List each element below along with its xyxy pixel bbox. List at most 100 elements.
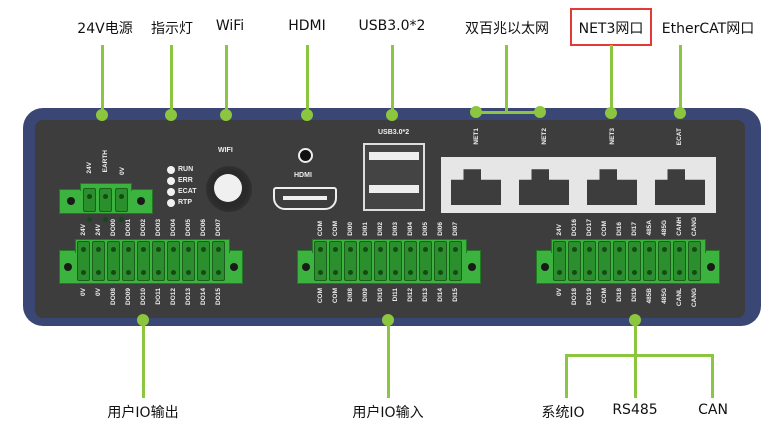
pin-label-top: DI06 <box>437 222 444 236</box>
pin-label-top: 24V <box>95 224 102 236</box>
screw <box>67 197 75 205</box>
callout-power: 24V电源 <box>77 21 133 37</box>
pin-label-top: CANH <box>676 217 683 236</box>
terminal-pin <box>212 241 225 281</box>
pointer-dot <box>165 109 177 121</box>
terminal-pin <box>553 241 566 281</box>
hdmi-port-contact <box>283 196 327 200</box>
pin-label-top: DO01 <box>125 219 132 236</box>
led-run <box>167 166 175 174</box>
pin-label-top: DI03 <box>392 222 399 236</box>
pin-label-top: DO16 <box>571 219 578 236</box>
terminal-pin <box>568 241 581 281</box>
terminal-pin <box>314 241 327 281</box>
pin-label-bottom: DI15 <box>452 288 459 302</box>
terminal-pin <box>658 241 671 281</box>
pointer-dot <box>470 106 482 118</box>
terminal-pin <box>137 241 150 281</box>
pointer-dot <box>386 109 398 121</box>
pointer-dot <box>629 314 641 326</box>
pin-label-bottom: DI10 <box>377 288 384 302</box>
power-label-0v: 0V <box>119 167 126 175</box>
pin-label-bottom: DI09 <box>362 288 369 302</box>
terminal-pin <box>643 241 656 281</box>
wifi-antenna-icon <box>214 174 242 202</box>
pin-label-top: DI16 <box>616 222 623 236</box>
led-err <box>167 177 175 185</box>
terminal-pin <box>673 241 686 281</box>
eth-label-net2: NET2 <box>541 128 548 145</box>
pin-label-bottom: DO13 <box>185 288 192 305</box>
pointer-dot <box>137 314 149 326</box>
screw <box>468 263 476 271</box>
pin-label-top: COM <box>317 220 324 236</box>
power-terminal-top <box>80 183 132 191</box>
callout-io-output: 用户IO输出 <box>107 405 179 421</box>
pin-label-bottom: 485G <box>661 288 668 304</box>
callout-ethernet: 双百兆以太网 <box>465 21 549 37</box>
pin-label-top: 24V <box>556 224 563 236</box>
pin-label-top: DI04 <box>407 222 414 236</box>
pin-label-top: DO00 <box>110 219 117 236</box>
terminal-pin <box>434 241 447 281</box>
pin-label-top: CANG <box>691 216 698 236</box>
terminal-pin <box>329 241 342 281</box>
terminal-pin <box>628 241 641 281</box>
pin-label-top: DI00 <box>347 222 354 236</box>
led-rtp <box>167 199 175 207</box>
pin-label-top: DI17 <box>631 222 638 236</box>
pin-label-top: DO05 <box>185 219 192 236</box>
usb-port-1 <box>369 152 419 160</box>
pin-label-top: 485G <box>661 220 668 236</box>
power-label-earth: EARTH <box>102 150 109 173</box>
pin-label-bottom: DO15 <box>215 288 222 305</box>
callout-system-io: 系统IO <box>541 405 585 421</box>
pin-label-bottom: DI08 <box>347 288 354 302</box>
pin-label-top: DI05 <box>422 222 429 236</box>
pin-label-bottom: DI19 <box>631 288 638 302</box>
power-pin <box>83 188 96 222</box>
pin-label-bottom: DO09 <box>125 288 132 305</box>
terminal-pin <box>107 241 120 281</box>
callout-wifi: WiFi <box>215 18 245 34</box>
terminal-pin <box>374 241 387 281</box>
screw <box>302 263 310 271</box>
wifi-label: WIFI <box>218 147 233 154</box>
pin-label-top: DO03 <box>155 219 162 236</box>
terminal-pin <box>152 241 165 281</box>
pointer-dot <box>96 109 108 121</box>
pin-label-bottom: COM <box>317 288 324 304</box>
pointer-dot <box>220 109 232 121</box>
pin-label-top: DO04 <box>170 219 177 236</box>
terminal-pin <box>77 241 90 281</box>
callout-rs485: RS485 <box>612 402 658 418</box>
pin-label-bottom: CANL <box>676 288 683 307</box>
terminal-pin <box>688 241 701 281</box>
pin-label-top: 24V <box>80 224 87 236</box>
terminal-pin <box>197 241 210 281</box>
terminal-pin <box>583 241 596 281</box>
pin-label-bottom: COM <box>601 288 608 304</box>
pin-label-bottom: DI12 <box>407 288 414 302</box>
terminal-pin <box>404 241 417 281</box>
pin-label-bottom: DO14 <box>200 288 207 305</box>
pin-label-top: DI07 <box>452 222 459 236</box>
terminal-pin <box>92 241 105 281</box>
callout-can: CAN <box>698 402 728 418</box>
hdmi-port <box>273 187 337 210</box>
eth-label-ecat: ECAT <box>676 128 683 146</box>
pointer-dot <box>301 109 313 121</box>
pin-label-bottom: DO08 <box>110 288 117 305</box>
pin-label-bottom: DI13 <box>422 288 429 302</box>
pin-label-top: DI01 <box>362 222 369 236</box>
pin-label-bottom: 0V <box>556 288 563 296</box>
terminal-pin <box>344 241 357 281</box>
screw <box>541 263 549 271</box>
pin-label-top: DO07 <box>215 219 222 236</box>
pin-label-bottom: DO11 <box>155 288 162 305</box>
power-pin <box>115 188 128 222</box>
screw <box>137 197 145 205</box>
callout-usb: USB3.0*2 <box>358 18 426 34</box>
terminal-pin <box>598 241 611 281</box>
audio-jack <box>298 148 313 163</box>
